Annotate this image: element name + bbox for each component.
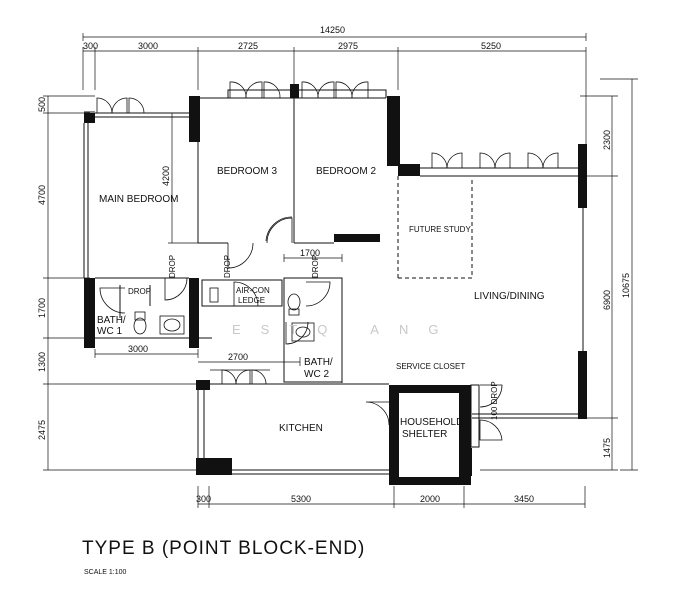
- label-living-dining: LIVING/DINING: [474, 291, 545, 302]
- dim-right-3: 1475: [602, 438, 612, 458]
- dim-bedroom-depth: 4200: [161, 166, 171, 186]
- dim-bottom-2: 5300: [291, 494, 311, 504]
- label-drop-aircon: DROP: [223, 255, 232, 278]
- dim-top-3: 2725: [238, 41, 258, 51]
- label-main-bedroom: MAIN BEDROOM: [99, 194, 178, 205]
- dim-right-overall: 10675: [621, 273, 631, 298]
- door-swings: [99, 216, 503, 461]
- label-drop-wc2: DROP: [311, 255, 320, 278]
- label-kitchen: KITCHEN: [279, 423, 323, 434]
- dim-bottom-3: 2000: [420, 494, 440, 504]
- label-bath-wc2-line1: BATH/: [304, 357, 333, 368]
- dim-right-2: 6900: [602, 290, 612, 310]
- bathroom-fixtures: [133, 287, 315, 342]
- label-shelter-line1: HOUSEHOLD: [400, 417, 463, 428]
- label-future-study: FUTURE STUDY: [409, 225, 471, 234]
- future-study-partition: [397, 176, 473, 279]
- label-bedroom-2: BEDROOM 2: [316, 166, 376, 177]
- dim-left-4: 1300: [37, 352, 47, 372]
- label-drop-bath1: DROP: [128, 287, 151, 296]
- dim-bottom-4: 3450: [514, 494, 534, 504]
- label-aircon-line2: LEDGE: [238, 296, 265, 305]
- dim-bath-width: 3000: [128, 344, 148, 354]
- label-bath-wc1-line1: BATH/: [97, 315, 126, 326]
- structural-walls: [84, 84, 587, 485]
- label-bath-wc2-line2: WC 2: [304, 369, 329, 380]
- plan-scale: SCALE 1:100: [84, 569, 127, 576]
- label-drop-closet: 100 DROP: [490, 381, 499, 420]
- label-aircon-line1: AIR-CON: [236, 286, 270, 295]
- label-bedroom-3: BEDROOM 3: [217, 166, 277, 177]
- dim-bottom-1: 300: [196, 494, 211, 504]
- dim-left-2: 4700: [37, 185, 47, 205]
- watermark: ESTQ ANG: [232, 322, 459, 337]
- room-labels: MAIN BEDROOM BEDROOM 3 BEDROOM 2 FUTURE …: [97, 166, 545, 440]
- dimension-labels: 14250 300 3000 2725 2975 5250 300 5300 2…: [37, 25, 631, 504]
- dim-corridor-width: 1700: [300, 248, 320, 258]
- dim-top-2: 3000: [138, 41, 158, 51]
- dim-aircon-width: 2700: [228, 352, 248, 362]
- dim-top-5: 5250: [481, 41, 501, 51]
- dim-top-1: 300: [83, 41, 98, 51]
- label-drop-bedroom: DROP: [168, 255, 177, 278]
- label-service-closet: SERVICE CLOSET: [396, 362, 465, 371]
- dim-left-3: 1700: [37, 298, 47, 318]
- dim-top-4: 2975: [338, 41, 358, 51]
- dim-left-1: 500: [37, 97, 47, 112]
- interior-walls: [83, 89, 584, 475]
- dimension-lines: [43, 33, 638, 508]
- dim-top-overall: 14250: [320, 25, 345, 35]
- label-bath-wc1-line2: WC 1: [97, 326, 122, 337]
- plan-title: TYPE B (POINT BLOCK-END): [82, 538, 366, 559]
- window-swings: [96, 81, 559, 385]
- label-shelter-line2: SHELTER: [402, 429, 447, 440]
- dim-right-1: 2300: [602, 130, 612, 150]
- dim-left-5: 2475: [37, 420, 47, 440]
